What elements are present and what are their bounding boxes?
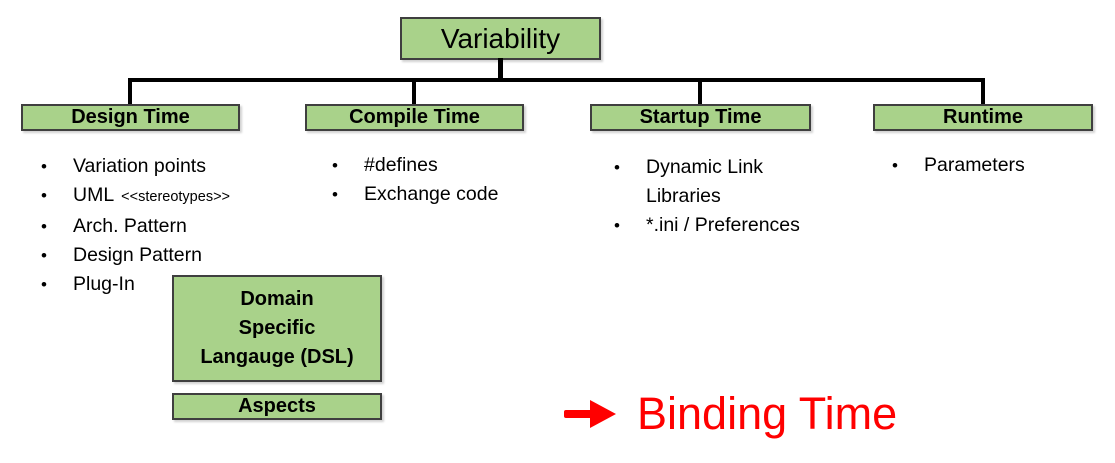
connector-drop-startup-time [698,80,702,105]
list-item-text: Arch. Pattern [73,215,187,237]
bullet-marker: • [332,156,338,175]
list-item-text: Variation points [73,155,206,177]
list-item-text: Exchange code [364,183,499,205]
list-item: • *.ini / Preferences [612,211,821,240]
compile-time-label: Compile Time [349,106,480,128]
list-item-text: UML [73,184,115,206]
connector-horizontal [128,78,985,82]
bullet-marker: • [41,275,47,294]
arrow-right-icon [564,400,616,428]
list-item-text: #defines [364,154,438,176]
list-item: • Exchange code [330,180,550,209]
list-item: • #defines [330,151,550,180]
dsl-box: Domain Specific Langauge (DSL) [172,275,382,382]
stereotypes-small-text: <<stereotypes>> [121,189,230,205]
dsl-box-line1: Domain [240,288,314,310]
dsl-box-line2: Specific [238,317,316,339]
startup-time-label: Startup Time [639,106,762,128]
list-item-text: Plug-In [73,273,135,295]
connector-root-stub [498,58,503,81]
runtime-box: Runtime [873,104,1093,131]
binding-time-label: Binding Time [637,388,898,439]
bullet-marker: • [614,158,620,177]
list-item-text: Dynamic Link Libraries [646,156,764,207]
connector-drop-design-time [128,80,132,105]
list-item: • UML <<stereotypes>> [39,181,274,212]
aspects-label: Aspects [238,395,316,417]
list-item: • Parameters [890,151,1100,180]
compile-time-box: Compile Time [305,104,524,131]
compile-time-list: • #defines • Exchange code [330,151,550,209]
variability-label: Variability [440,22,561,54]
bullet-marker: • [332,185,338,204]
list-item: • Arch. Pattern [39,212,274,241]
aspects-box: Aspects [172,393,382,420]
bullet-marker: • [892,156,898,175]
startup-time-box: Startup Time [590,104,811,131]
dsl-box-line3: Langauge (DSL) [200,346,354,368]
list-item-text: *.ini / Preferences [646,214,800,236]
bullet-marker: • [41,157,47,176]
runtime-list: • Parameters [890,151,1100,180]
startup-time-list: • Dynamic Link Libraries • *.ini / Prefe… [612,153,821,240]
runtime-label: Runtime [943,106,1023,128]
bullet-marker: • [41,246,47,265]
bullet-marker: • [41,217,47,236]
design-time-box: Design Time [21,104,240,131]
connector-drop-runtime [981,80,985,105]
connector-drop-compile-time [412,80,416,105]
bullet-marker: • [41,186,47,205]
list-item-text: Parameters [924,154,1025,176]
list-item: • Design Pattern [39,241,274,270]
binding-time-annotation: Binding Time [564,386,897,442]
list-item: • Variation points [39,152,274,181]
list-item: • Dynamic Link Libraries [612,153,821,211]
design-time-label: Design Time [71,106,190,128]
variability-box: Variability [400,17,601,60]
list-item-text: Design Pattern [73,244,202,266]
list-item: • Plug-In [39,270,274,299]
bullet-marker: • [614,216,620,235]
design-time-list: • Variation points • UML<<stereotypes>> … [39,152,274,299]
